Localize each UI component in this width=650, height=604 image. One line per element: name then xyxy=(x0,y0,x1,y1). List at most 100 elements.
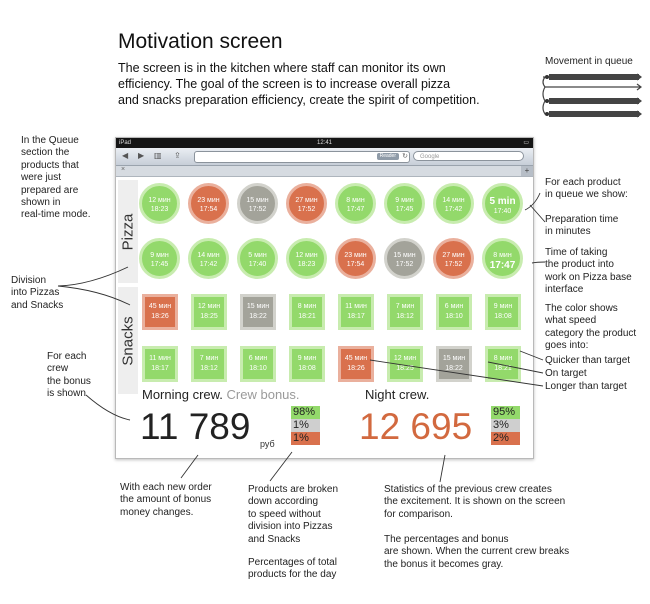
prep-time: 11 мин xyxy=(149,355,171,362)
start-time: 18:17 xyxy=(347,313,365,320)
pizza-row1-item: 12 мин 18:23 xyxy=(139,183,180,224)
prep-time: 27 мин xyxy=(442,252,465,259)
status-bar: iPad 12:41 ▭ xyxy=(116,138,533,148)
reader-button[interactable]: Reader xyxy=(376,153,399,160)
pizza-section-label: Pizza xyxy=(118,180,138,283)
night-crew-title: Night crew. xyxy=(365,387,430,402)
prep-time: 11 мин xyxy=(345,303,367,310)
new-tab-button[interactable]: + xyxy=(521,166,533,176)
prep-time: 14 мин xyxy=(442,197,465,204)
start-time: 18:23 xyxy=(150,206,169,213)
start-time: 17:42 xyxy=(444,206,463,213)
start-time: 17:52 xyxy=(395,261,414,268)
start-time: 17:42 xyxy=(199,261,218,268)
night-pct-quicker: 95% xyxy=(491,406,520,419)
morning-pct-on-target: 1% xyxy=(291,419,320,432)
prep-time: 8 мин xyxy=(493,355,513,362)
browser-toolbar: ◀ ▶ ▥ ⇪ Reader ↻ Google xyxy=(116,148,533,166)
snacks-row2-item: 7 мин 18:12 xyxy=(191,346,227,382)
snacks-row2-item: 8 мин 18:21 xyxy=(485,346,521,382)
prep-time: 9 мин xyxy=(297,355,317,362)
queue-movement-legend xyxy=(541,70,646,122)
night-pct-longer: 2% xyxy=(491,432,520,445)
start-time: 18:22 xyxy=(445,365,463,372)
start-time: 17:47 xyxy=(489,260,516,271)
prep-time: 23 мин xyxy=(197,197,220,204)
start-time: 18:10 xyxy=(445,313,463,320)
prep-time: 45 мин xyxy=(344,355,368,362)
pizza-row2-item: 14 мин 17:42 xyxy=(188,238,229,279)
note-quicker: Quicker than target xyxy=(545,355,631,366)
prep-time: 5 мин xyxy=(248,252,267,259)
start-time: 18:08 xyxy=(494,313,512,320)
prep-time: 9 мин xyxy=(395,197,414,204)
prep-time: 8 мин xyxy=(297,303,317,310)
start-time: 18:08 xyxy=(298,365,316,372)
snacks-row2-item: 6 мин 18:10 xyxy=(240,346,276,382)
pizza-row1-item: 14 мин 17:42 xyxy=(433,183,474,224)
bookmarks-icon[interactable]: ▥ xyxy=(154,151,162,160)
start-time: 17:52 xyxy=(248,206,267,213)
morning-pct-quicker: 98% xyxy=(291,406,320,419)
start-time: 18:25 xyxy=(200,313,218,320)
morning-crew-bonus: 11 789 xyxy=(140,406,251,447)
night-crew-bonus: 12 695 xyxy=(359,406,473,447)
start-time: 18:12 xyxy=(200,365,218,372)
start-time: 18:21 xyxy=(494,365,512,372)
night-pct-on-target: 3% xyxy=(491,419,520,432)
intro-text: The screen is in the kitchen where staff… xyxy=(118,61,480,107)
snacks-row1-item: 8 мин 18:21 xyxy=(289,294,325,330)
prep-time: 6 мин xyxy=(248,355,268,362)
snacks-row1-item: 9 мин 18:08 xyxy=(485,294,521,330)
battery-icon: ▭ xyxy=(523,140,529,146)
prep-time: 27 мин xyxy=(295,197,318,204)
note-on-target: On target xyxy=(545,368,587,379)
prep-time: 9 мин xyxy=(493,303,513,310)
search-input[interactable]: Google xyxy=(413,151,524,161)
snacks-row2-item: 9 мин 18:08 xyxy=(289,346,325,382)
prep-time: 8 мин xyxy=(493,252,512,259)
prep-time: 5 min xyxy=(489,196,516,207)
reload-icon[interactable]: ↻ xyxy=(402,153,408,160)
start-time: 18:10 xyxy=(249,365,267,372)
prep-time: 6 мин xyxy=(444,303,464,310)
start-time: 17:45 xyxy=(150,261,169,268)
prep-time: 15 мин xyxy=(246,197,269,204)
prep-time: 7 мин xyxy=(395,303,415,310)
prep-time: 12 мин xyxy=(393,355,417,362)
prep-time: 12 мин xyxy=(295,252,318,259)
start-time: 18:22 xyxy=(249,313,267,320)
prep-time: 12 мин xyxy=(148,197,171,204)
forward-icon[interactable]: ▶ xyxy=(138,151,145,160)
close-tab-icon[interactable]: × xyxy=(121,166,126,173)
tablet-screen: iPad 12:41 ▭ ◀ ▶ ▥ ⇪ Reader ↻ Google × +… xyxy=(115,137,534,459)
back-icon[interactable]: ◀ xyxy=(122,151,129,160)
url-input[interactable]: Reader ↻ xyxy=(194,151,410,163)
start-time: 17:52 xyxy=(297,206,316,213)
share-icon[interactable]: ⇪ xyxy=(174,151,181,160)
start-time: 18:21 xyxy=(298,313,316,320)
prep-time: 14 мин xyxy=(197,252,220,259)
tab-bar: × + xyxy=(116,166,533,177)
prep-time: 7 мин xyxy=(199,355,219,362)
